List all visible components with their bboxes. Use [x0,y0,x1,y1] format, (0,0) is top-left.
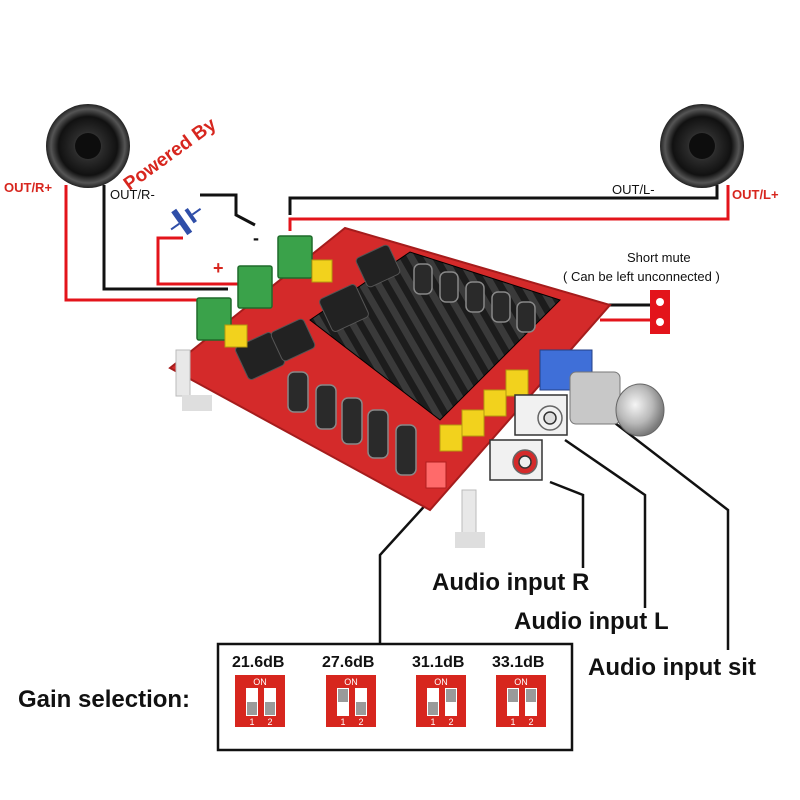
gain-label-2: 27.6dB [322,654,375,671]
board-dip-switch [425,461,447,489]
dip-number-label: 1 [510,717,515,727]
label-audio-input-r: Audio input R [432,569,590,596]
inductor [319,284,369,332]
leader-input-r [549,480,585,568]
leader-lines [378,399,730,650]
inductor [355,244,401,288]
speaker-right [46,104,130,188]
dip-on-label: ON [253,677,267,687]
dip-toggle-2 [265,702,275,715]
leader-gain [378,499,431,645]
wire-out-r-minus [102,185,228,291]
amplifier-board [168,226,670,548]
dip-number-label: 2 [448,717,453,727]
power-source [170,207,202,236]
leader-input-l [564,438,647,608]
dip-number-label: 2 [528,717,533,727]
wire-out-l-plus [288,185,730,231]
gain-switches: ON 1 2 ON 1 2 ON 1 2 ON 1 2 [235,675,546,727]
volume-knob [539,349,665,437]
dip-toggle-2 [446,689,456,702]
label-out-l-plus: OUT/L+ [732,187,779,202]
dip-switch-2: ON 1 2 [326,675,376,727]
dip-switch-body [326,675,376,727]
wire-power-red [156,236,248,286]
dip-toggle-1 [428,702,438,715]
dip-on-label: ON [344,677,358,687]
dip-switch-3: ON 1 2 [416,675,466,727]
dip-switch-body [235,675,285,727]
mute-header [650,290,670,334]
label-out-r-plus: OUT/R+ [4,180,53,195]
gain-label-4: 33.1dB [492,654,545,671]
label-short-mute: Short mute [627,250,691,265]
wire-out-r-plus [64,185,207,302]
dip-on-label: ON [514,677,528,687]
dip-toggle-1 [247,702,257,715]
speaker-left [660,104,744,188]
label-audio-input-sit: Audio input sit [588,654,756,681]
dip-number-label: 1 [340,717,345,727]
dip-toggle-1 [338,689,348,702]
label-power-minus: - [253,228,259,248]
label-power-plus: + [213,258,224,278]
dip-on-label: ON [434,677,448,687]
label-gain-selection: Gain selection: [18,686,191,713]
dip-switch-body [416,675,466,727]
dip-number-label: 1 [249,717,254,727]
label-out-l-minus: OUT/L- [612,182,655,197]
label-short-mute-note: ( Can be left unconnected ) [563,269,720,284]
dip-switch-body [496,675,546,727]
film-capacitors [224,259,529,452]
dip-toggle-1 [508,689,518,702]
dip-toggle-2 [526,689,536,702]
leader-input-sit [584,399,730,650]
inductor [270,318,316,362]
gain-label-3: 31.1dB [412,654,465,671]
capacitors [287,263,536,476]
dip-switch-4: ON 1 2 [496,675,546,727]
label-audio-input-l: Audio input L [514,608,669,635]
dip-switch-1: ON 1 2 [235,675,285,727]
dip-number-label: 1 [430,717,435,727]
label-out-r-minus: OUT/R- [110,187,155,202]
dip-number-label: 2 [267,717,272,727]
screw-terminals [196,235,313,341]
dip-toggle-2 [356,702,366,715]
wire-out-l-minus [288,185,719,215]
rca-jacks [489,394,568,481]
wire-power-black [200,193,256,227]
gain-label-1: 21.6dB [232,654,285,671]
dip-number-label: 2 [358,717,363,727]
